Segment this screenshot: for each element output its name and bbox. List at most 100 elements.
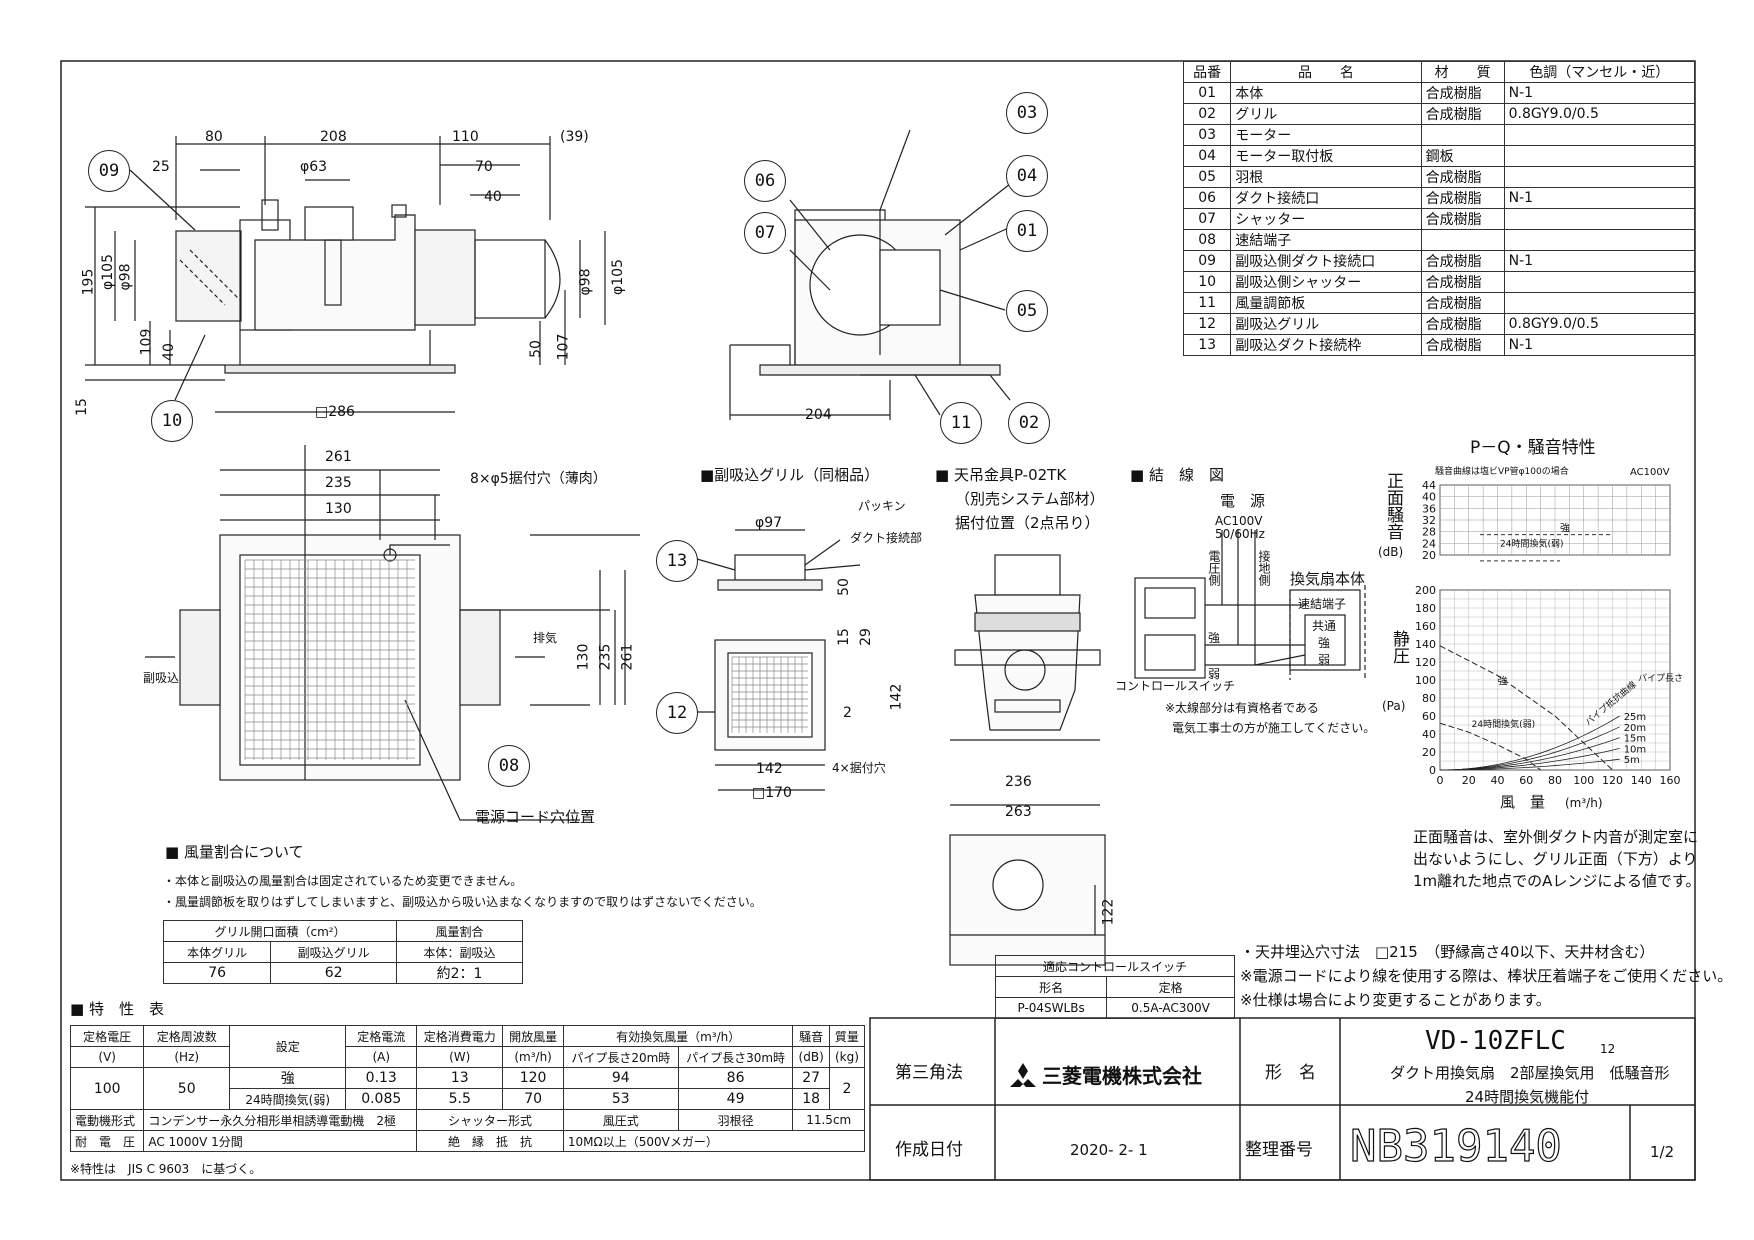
spec-h-power: 定格消費電力 xyxy=(416,1025,504,1047)
noise-label-strong: 強 xyxy=(1560,522,1570,535)
inlet-label: 副吸込 xyxy=(143,671,180,685)
part-color: 0.8GY9.0/0.5 xyxy=(1503,313,1696,335)
noise-tick-label: 40 xyxy=(1422,491,1436,504)
spec-h-voltage: 定格電圧 xyxy=(69,1025,145,1047)
spec-blade-label: 羽根径 xyxy=(677,1109,794,1131)
cs-col1: 形名 xyxy=(994,976,1108,998)
part-color xyxy=(1503,208,1696,230)
dim-286: □286 xyxy=(315,404,355,420)
power-label: 電 源 xyxy=(1220,492,1266,510)
spec-blade: 11.5cm xyxy=(792,1109,865,1131)
dim-2-g: 2 xyxy=(843,705,852,721)
dim-phi105-r: φ105 xyxy=(609,259,626,295)
dim-phi98-l: φ98 xyxy=(117,263,134,291)
note-2: ※電源コードにより線を使用する際は、棒状圧着端子をご使用ください。 xyxy=(1240,967,1733,985)
part-no: 12 xyxy=(1182,313,1232,335)
spec-volt: AC 1000V 1分間 xyxy=(143,1130,418,1152)
freq-label: 50/60Hz xyxy=(1215,527,1265,541)
voltage-label: AC100V xyxy=(1215,514,1263,528)
part-color: N-1 xyxy=(1503,334,1696,356)
part-material: 合成樹脂 xyxy=(1420,292,1505,314)
part-name: 羽根 xyxy=(1230,166,1422,188)
pq-x-tick: 20 xyxy=(1462,774,1476,787)
spec-u-db: (dB) xyxy=(792,1046,830,1068)
spec-noise-weak: 18 xyxy=(792,1088,830,1110)
dim-236: 236 xyxy=(1005,774,1032,790)
dim-170: □170 xyxy=(752,785,792,801)
spec-ins-label: 絶 縁 抵 抗 xyxy=(416,1130,564,1152)
packing-label: パッキン xyxy=(858,499,906,513)
part-color xyxy=(1503,145,1696,167)
airflow-sub-secondary: 副吸込グリル xyxy=(270,941,398,963)
part-no: 13 xyxy=(1182,334,1232,356)
note-1: ・天井埋込穴寸法 □215 （野縁高さ40以下、天井材含む） xyxy=(1240,943,1655,961)
part-material: 合成樹脂 xyxy=(1420,82,1505,104)
spec-20m-weak: 53 xyxy=(562,1088,679,1110)
spec-20m-strong: 94 xyxy=(562,1067,679,1089)
pipe-curve xyxy=(1439,758,1620,771)
dim-208: 208 xyxy=(320,129,347,145)
spec-power-strong: 13 xyxy=(416,1067,504,1089)
term-strong: 強 xyxy=(1318,636,1331,650)
dim-261-v: 261 xyxy=(619,643,636,671)
pq-y-tick: 180 xyxy=(1415,602,1436,615)
pq-x-tick: 40 xyxy=(1491,774,1505,787)
noise-label-weak: 24時間換気(弱) xyxy=(1500,537,1563,549)
part-name: 風量調節板 xyxy=(1230,292,1422,314)
callout-12: 12 xyxy=(656,692,698,734)
spec-note: ※特性は JIS C 9603 に基づく。 xyxy=(70,1162,262,1176)
spec-u-20m: パイプ長さ20m時 xyxy=(562,1046,679,1068)
pq-x-tick: 60 xyxy=(1519,774,1533,787)
pq-x-tick: 80 xyxy=(1548,774,1562,787)
cs-col2: 定格 xyxy=(1106,976,1235,998)
dim-122: 122 xyxy=(1100,898,1117,926)
voltage-side-label: 電圧側 xyxy=(1207,550,1221,586)
dim-15: 15 xyxy=(73,398,90,416)
pipe-length-label: 25m xyxy=(1624,712,1646,723)
spec-power-weak: 5.5 xyxy=(416,1088,504,1110)
pq-note-2: 出ないようにし、グリル正面（下方）より xyxy=(1413,850,1698,868)
dim-50-r: 50 xyxy=(527,340,544,358)
x-axis-label: 風 量 xyxy=(1500,793,1546,811)
part-material: 合成樹脂 xyxy=(1420,250,1505,272)
noise-tick-label: 32 xyxy=(1422,514,1436,527)
dim-phi98-r: φ98 xyxy=(577,268,594,296)
spec-30m-weak: 49 xyxy=(677,1088,794,1110)
spec-h-noise: 騒音 xyxy=(792,1025,830,1047)
cs-title: 適応コントロールスイッチ xyxy=(995,955,1235,977)
pq-y-tick: 100 xyxy=(1415,674,1436,687)
spec-h-setting: 設定 xyxy=(229,1025,347,1068)
sub-grille-title: ■副吸込グリル（同梱品） xyxy=(700,466,880,484)
date-value: 2020- 2- 1 xyxy=(1070,1141,1148,1159)
pq-x-tick: 0 xyxy=(1437,774,1444,787)
pq-label-strong: 強 xyxy=(1498,675,1508,688)
noise-tick-label: 20 xyxy=(1422,549,1436,562)
part-name: 副吸込側ダクト接続口 xyxy=(1230,250,1422,272)
company-name: 三菱電機株式会社 xyxy=(1042,1064,1202,1088)
dim-195: 195 xyxy=(80,268,97,296)
part-material: 合成樹脂 xyxy=(1420,271,1505,293)
part-color: N-1 xyxy=(1503,82,1696,104)
pq-y-tick: 20 xyxy=(1422,746,1436,759)
callout-11: 11 xyxy=(940,402,982,444)
pq-chart: P－Q・騒音特性 正面騒音 (dB) 騒音曲線は塩ビVP管φ100の場合 AC1… xyxy=(1378,430,1695,811)
exhaust-label: 排気 xyxy=(533,631,558,645)
part-name: 副吸込ダクト接続枠 xyxy=(1230,334,1422,356)
spec-open-strong: 120 xyxy=(502,1067,564,1089)
spec-u-flow: (m³/h) xyxy=(502,1046,564,1068)
pq-y-tick: 160 xyxy=(1415,620,1436,633)
spec-set-strong: 強 xyxy=(229,1067,347,1089)
dim-130: 130 xyxy=(325,501,352,517)
part-name: 副吸込側シャッター xyxy=(1230,271,1422,293)
pipe-curve xyxy=(1439,726,1620,771)
spec-h-open-flow: 開放風量 xyxy=(502,1025,564,1047)
